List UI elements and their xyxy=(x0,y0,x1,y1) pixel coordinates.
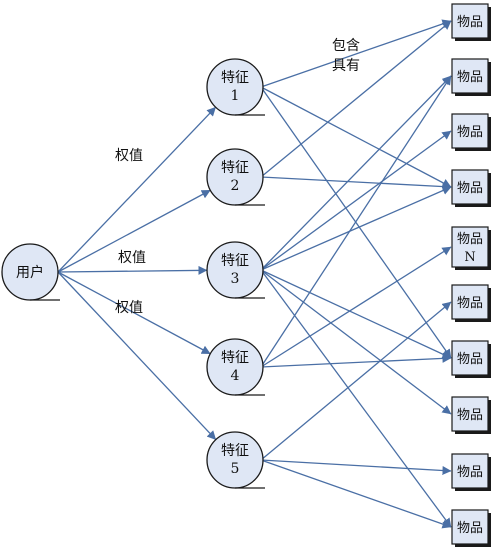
item-node-10-label: 物品 xyxy=(457,521,483,536)
edge-user-to-f1 xyxy=(57,106,217,273)
item-node-7-label: 物品 xyxy=(457,352,483,367)
edge-label-weight-1: 权值 xyxy=(115,148,143,164)
edge-f3-to-i4 xyxy=(260,186,452,271)
edge-label-contains: 包含 xyxy=(332,38,360,54)
edge-f5-to-i9 xyxy=(260,459,452,475)
item-node-10-box xyxy=(451,509,489,545)
edge-f1-to-i1 xyxy=(260,19,452,88)
feature-node-2-title: 特征 xyxy=(221,160,249,176)
item-node-2-label: 物品 xyxy=(457,70,483,85)
edge-f3-to-i2 xyxy=(260,75,452,271)
item-node-n-suffix: N xyxy=(464,250,475,265)
feature-node-5-title: 特征 xyxy=(221,443,249,459)
item-node-4: 物品 xyxy=(451,169,491,207)
item-node-8-label: 物品 xyxy=(457,408,483,423)
feature-node-3-circle xyxy=(206,241,264,299)
edge-f2-to-i1 xyxy=(260,20,452,178)
feature-node-1-title: 特征 xyxy=(221,70,249,86)
feature-node-5-number: 5 xyxy=(231,461,240,477)
edge-user-to-f2 xyxy=(57,189,211,273)
edge-label-weight-2: 权值 xyxy=(118,250,146,266)
item-node-n: 物品 N xyxy=(451,226,491,270)
feature-node-5: 特征 5 xyxy=(206,431,265,489)
item-node-3: 物品 xyxy=(451,113,491,151)
edge-f3-to-i8 xyxy=(260,269,452,415)
item-node-8-box xyxy=(451,396,489,432)
item-node-3-label: 物品 xyxy=(457,125,483,140)
feature-node-4: 特征 4 xyxy=(206,338,265,396)
feature-node-4-title: 特征 xyxy=(221,350,249,366)
item-node-8: 物品 xyxy=(451,396,491,434)
edge-f1-to-i4 xyxy=(260,86,452,188)
edge-f3-to-i10 xyxy=(260,269,452,528)
item-node-1-label: 物品 xyxy=(457,15,483,30)
edge-f2-to-i4 xyxy=(260,176,452,192)
feature-node-2-number: 2 xyxy=(231,178,240,194)
item-node-n-label: 物品 xyxy=(457,232,483,247)
user-node: 用户 xyxy=(1,243,60,301)
item-node-9-box xyxy=(451,453,489,489)
feature-node-1-number: 1 xyxy=(231,88,240,104)
edge-f5-to-i6 xyxy=(260,301,452,461)
edge-user-to-f4 xyxy=(57,271,211,355)
item-node-7-box xyxy=(451,340,489,376)
item-node-6-label: 物品 xyxy=(457,296,483,311)
item-node-3-box xyxy=(451,113,489,149)
feature-node-4-number: 4 xyxy=(231,368,240,384)
item-node-2-box xyxy=(451,58,489,94)
item-node-n-box xyxy=(451,226,489,268)
edge-f4-to-i5 xyxy=(260,246,452,368)
edge-label-weight-3: 权值 xyxy=(115,300,143,316)
edge-f3-to-i7 xyxy=(260,269,452,359)
edges-layer xyxy=(57,19,452,529)
item-node-10: 物品 xyxy=(451,509,491,547)
feature-node-1-circle xyxy=(206,58,264,116)
item-node-2: 物品 xyxy=(451,58,491,96)
user-node-label: 用户 xyxy=(16,264,44,281)
feature-node-3-title: 特征 xyxy=(221,253,249,269)
feature-node-3-number: 3 xyxy=(231,271,240,287)
item-node-1: 物品 xyxy=(451,3,491,41)
item-node-9-label: 物品 xyxy=(457,465,483,480)
edge-f3-to-i3 xyxy=(260,130,452,271)
item-node-4-label: 物品 xyxy=(457,181,483,196)
edge-f4-to-i2 xyxy=(260,75,452,368)
item-node-7: 物品 xyxy=(451,340,491,378)
feature-node-2: 特征 2 xyxy=(206,148,265,206)
item-node-1-box xyxy=(451,3,489,39)
item-node-9: 物品 xyxy=(451,453,491,491)
item-node-6: 物品 xyxy=(451,284,491,322)
edge-f5-to-i10 xyxy=(260,459,452,529)
feature-node-1: 特征 1 xyxy=(206,58,265,116)
item-node-6-box xyxy=(451,284,489,320)
edge-label-has: 具有 xyxy=(332,58,360,74)
edge-f4-to-i7 xyxy=(260,353,452,368)
edge-user-to-f5 xyxy=(57,271,217,441)
item-node-4-box xyxy=(451,169,489,205)
edge-user-to-f3 xyxy=(57,265,208,275)
feature-node-4-circle xyxy=(206,338,264,396)
feature-node-5-circle xyxy=(206,431,264,489)
feature-node-3: 特征 3 xyxy=(206,241,265,299)
feature-node-2-circle xyxy=(206,148,264,206)
